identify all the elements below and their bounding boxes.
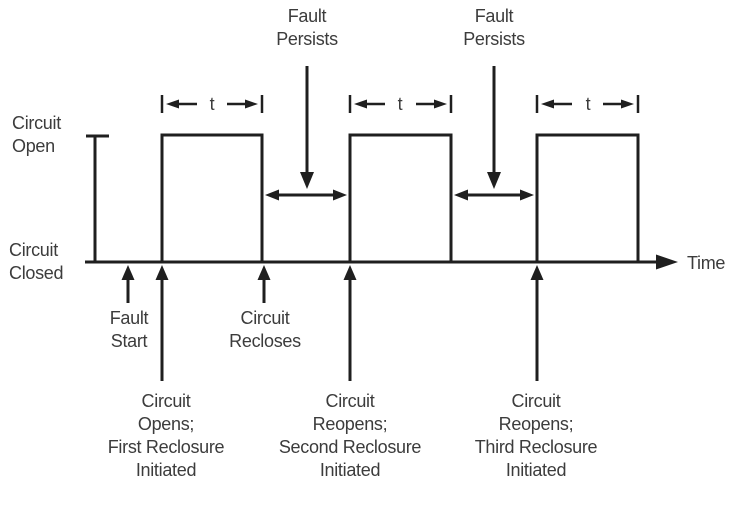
reclose-gap-arrow-2-right-head-icon	[520, 189, 534, 201]
fault-persists-arrow-2-head-icon	[487, 172, 501, 189]
y-axis-open-label: Circuit Open	[12, 113, 61, 156]
pulse-2-waveform	[348, 133, 453, 264]
third-reclosure-label: Circuit Reopens; Third Reclosure Initiat…	[474, 391, 598, 480]
t-marker-3-right-arrowhead-icon	[621, 99, 634, 109]
circuit-opens-arrow	[155, 265, 169, 381]
t-interval-marker-1	[160, 95, 264, 113]
fault-persists-arrow-1-head-icon	[300, 172, 314, 189]
second-reclosure-arrow-head-icon	[343, 265, 357, 280]
circuit-opens-arrow-head-icon	[155, 265, 169, 280]
t-interval-marker-3	[535, 95, 640, 113]
fault-start-arrow	[121, 265, 135, 303]
t-interval-label-3: t	[585, 94, 591, 114]
fault-persists-label-2: Fault Persists	[463, 6, 525, 49]
reclose-gap-arrow-1	[265, 189, 347, 201]
t-marker-3-left-arrowhead-icon	[541, 99, 554, 109]
time-axis-arrowhead-icon	[656, 254, 678, 270]
second-reclosure-label: Circuit Reopens; Second Reclosure Initia…	[278, 391, 422, 480]
circuit-opens-label: Circuit Opens; First Reclosure Initiated	[107, 391, 225, 480]
time-axis	[85, 254, 678, 270]
t-marker-1-right-arrowhead-icon	[245, 99, 258, 109]
circuit-recloses-label: Circuit Recloses	[229, 308, 301, 351]
t-interval-label-1: t	[209, 94, 215, 114]
second-reclosure-arrow	[343, 265, 357, 381]
third-reclosure-arrow	[530, 265, 544, 381]
t-marker-2-left-arrowhead-icon	[354, 99, 367, 109]
fault-start-label: Fault Start	[109, 308, 149, 351]
reclose-gap-arrow-2-left-head-icon	[454, 189, 468, 201]
reclose-gap-arrow-2	[454, 189, 534, 201]
t-marker-1-left-arrowhead-icon	[166, 99, 179, 109]
t-interval-marker-2	[348, 95, 453, 113]
pulse-1-waveform	[160, 133, 264, 264]
third-reclosure-arrow-head-icon	[530, 265, 544, 280]
reclose-gap-arrow-1-right-head-icon	[333, 189, 347, 201]
t-marker-2-right-arrowhead-icon	[434, 99, 447, 109]
fault-persists-label-1: Fault Persists	[276, 6, 338, 49]
t-interval-label-2: t	[397, 94, 403, 114]
fault-persists-arrow-2	[487, 66, 501, 189]
fault-persists-arrow-1	[300, 66, 314, 189]
pulse-3-waveform	[535, 133, 640, 264]
y-axis	[86, 134, 109, 262]
circuit-recloses-arrow	[257, 265, 271, 303]
circuit-recloses-arrow-head-icon	[257, 265, 271, 280]
fault-start-arrow-head-icon	[121, 265, 135, 280]
y-axis-closed-label: Circuit Closed	[9, 240, 64, 283]
time-axis-label: Time	[687, 253, 726, 273]
reclose-gap-arrow-1-left-head-icon	[265, 189, 279, 201]
